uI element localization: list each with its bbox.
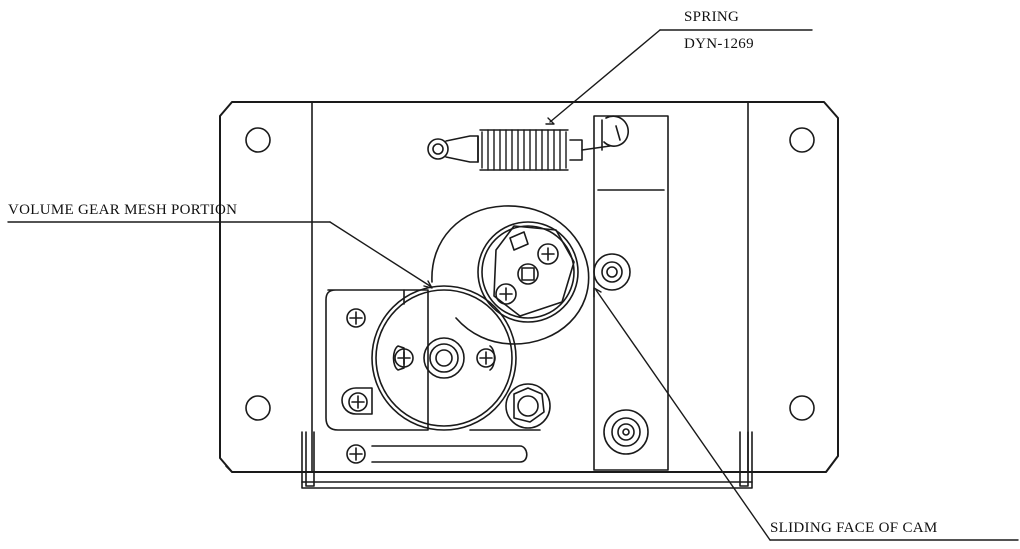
cam-roller (594, 254, 630, 290)
cam-wheel (432, 206, 589, 344)
volume-gear-label: VOLUME GEAR MESH PORTION (8, 202, 238, 218)
mounting-hole-top-right (790, 128, 814, 152)
bolt-slider (604, 410, 648, 454)
leader-volume (330, 222, 430, 286)
slider-plate (594, 116, 668, 470)
screw-slot-left (347, 445, 365, 463)
sliding-face-label: SLIDING FACE OF CAM (770, 520, 938, 536)
spring (428, 130, 610, 170)
mounting-hole-top-left (246, 128, 270, 152)
gear-mount-plate (326, 290, 540, 430)
hex-bolt-middle (506, 384, 550, 428)
bottom-bracket (302, 432, 752, 488)
screw-cam-bottom (496, 284, 516, 304)
screw-cam-top (538, 244, 558, 264)
spring-part-number: DYN-1269 (684, 36, 754, 52)
leader-cam (596, 290, 770, 540)
base-plate (220, 102, 838, 472)
mounting-holes (246, 128, 814, 420)
plate-screws (342, 309, 372, 414)
screw-plate-top (347, 309, 365, 327)
leader-spring (550, 30, 660, 122)
leader-lines (8, 30, 1018, 540)
mounting-hole-bottom-right (790, 396, 814, 420)
mounting-hole-bottom-left (246, 396, 270, 420)
spring-label: SPRING (684, 9, 740, 25)
volume-gear (372, 286, 516, 430)
screw-plate-bottom (349, 393, 367, 411)
guide-slot (347, 445, 527, 463)
screw-gear-left (395, 349, 413, 367)
